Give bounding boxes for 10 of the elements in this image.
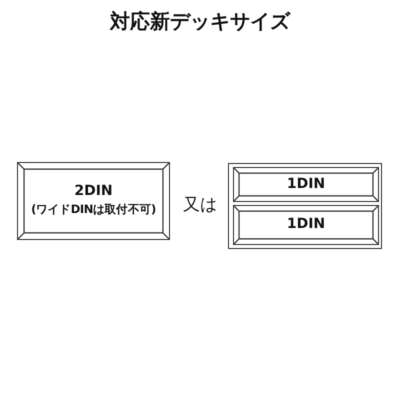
size-label: 1DIN [286,176,326,192]
size-label: 1DIN [286,216,326,233]
slot-frame [233,205,379,245]
slot-frame [233,167,379,202]
bezel-frame [228,163,382,249]
title: 対応新デッキサイズ [108,8,292,35]
size-label: 2DIN [73,182,114,200]
note-text: (ワイドDINは取付不可) [30,203,157,217]
bezel-frame [17,162,170,240]
or-label: 又は [182,194,218,216]
